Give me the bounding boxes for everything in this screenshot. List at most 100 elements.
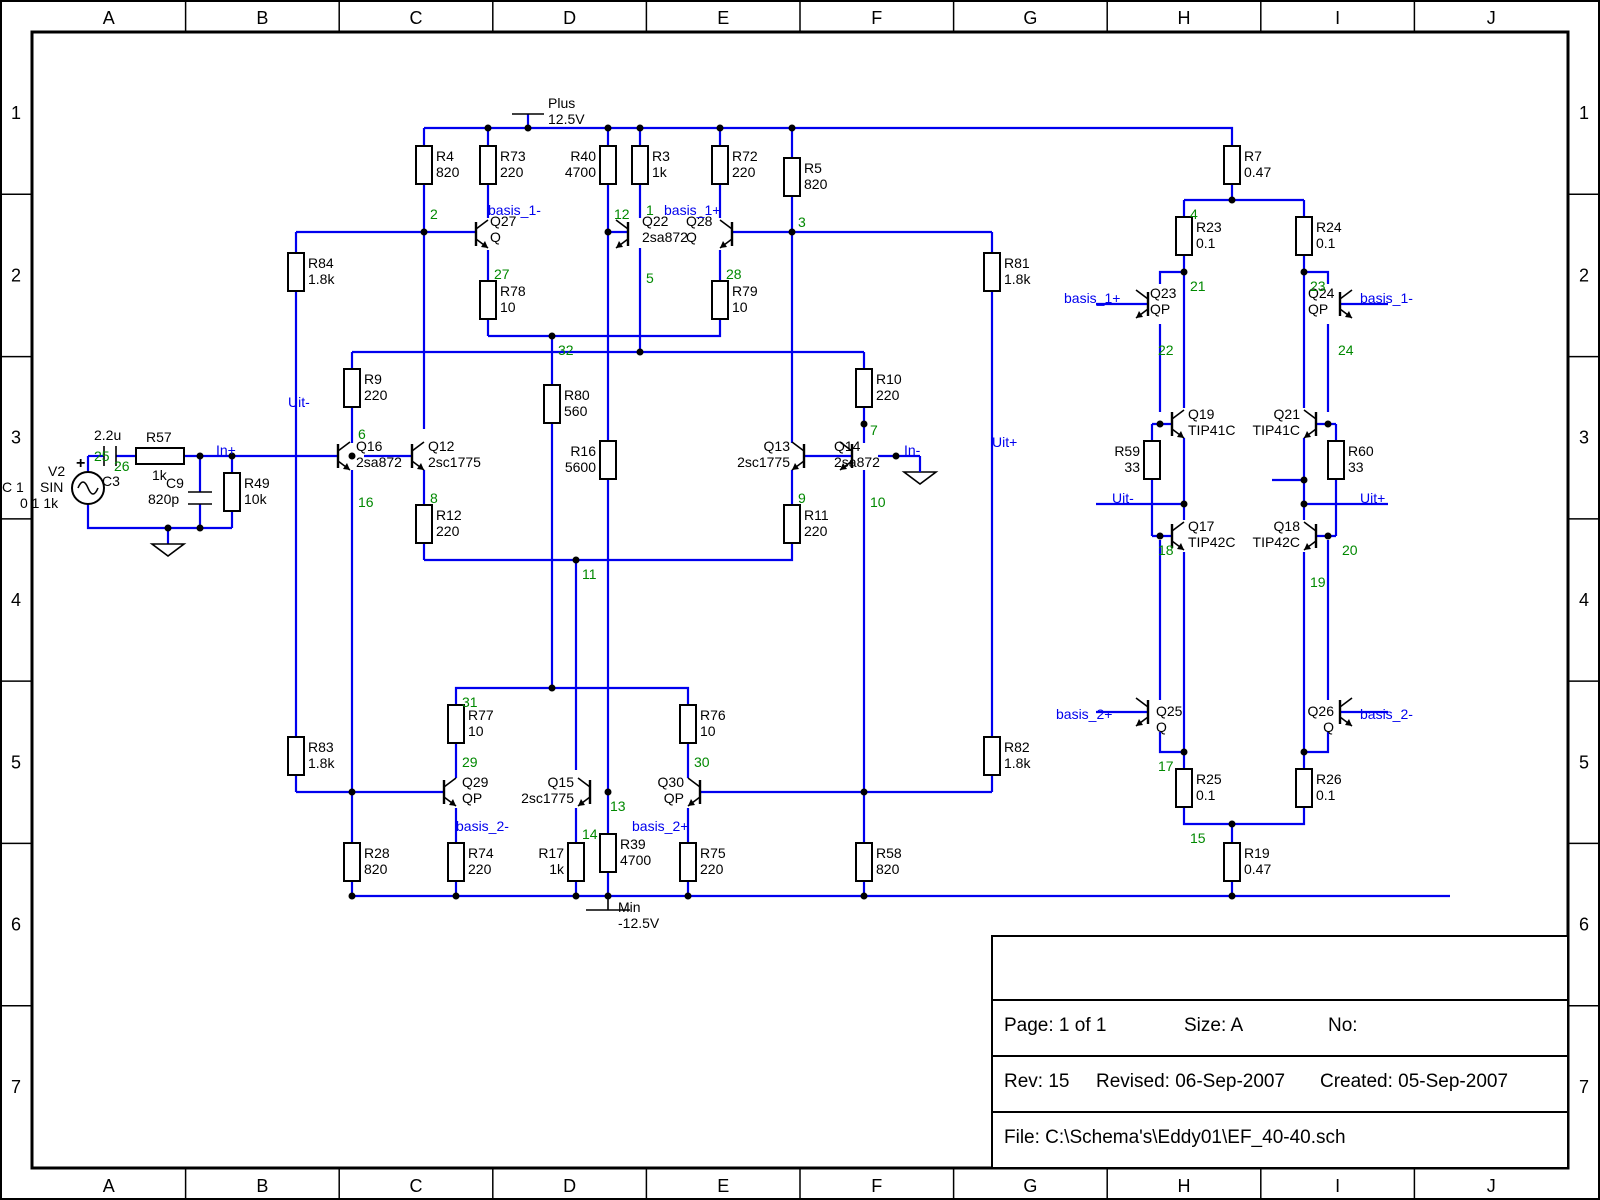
transistors: Q27QQ222sa872Q28QQ162sa872Q122sc1775Q132… bbox=[336, 213, 1353, 807]
title-block: Page: 1 of 1 Size: A No: Rev: 15 Revised… bbox=[991, 935, 1569, 1169]
transistor-ref: Q29 bbox=[462, 774, 489, 790]
transistor-type: QP bbox=[462, 790, 482, 806]
resistor-value: 820 bbox=[436, 164, 460, 180]
transistor-type: Q bbox=[1323, 719, 1334, 735]
node-13: 13 bbox=[610, 798, 626, 814]
resistor-value: 1k bbox=[152, 467, 168, 483]
column-label-d-bottom: D bbox=[563, 1176, 576, 1196]
resistor-value: 220 bbox=[700, 861, 724, 877]
resistor-ref: R26 bbox=[1316, 771, 1342, 787]
transistor-ref: Q25 bbox=[1156, 703, 1183, 719]
resistor-ref: R58 bbox=[876, 845, 902, 861]
resistor-value: 0.1 bbox=[1316, 235, 1336, 251]
power-symbols bbox=[149, 113, 939, 911]
node-27: 27 bbox=[494, 266, 510, 282]
node-18: 18 bbox=[1158, 542, 1174, 558]
resistor-ref: R9 bbox=[364, 371, 382, 387]
transistor-type: Q bbox=[1156, 719, 1167, 735]
resistor-ref: R73 bbox=[500, 148, 526, 164]
column-label-c-top: C bbox=[410, 8, 423, 28]
net-label-basis-1-plus: basis_1+ bbox=[664, 202, 720, 218]
resistor-ref: R19 bbox=[1244, 845, 1270, 861]
transistor-type: TIP41C bbox=[1253, 422, 1300, 438]
row-label-2-right: 2 bbox=[1579, 265, 1589, 285]
resistor-ref: R39 bbox=[620, 836, 646, 852]
resistor-ref: R3 bbox=[652, 148, 670, 164]
resistor-value: 1k bbox=[652, 164, 668, 180]
transistor-ref: Q16 bbox=[356, 438, 383, 454]
row-label-6-right: 6 bbox=[1579, 915, 1589, 935]
column-label-e-top: E bbox=[717, 8, 729, 28]
net-label-in-plus: In+ bbox=[216, 442, 236, 458]
node-30: 30 bbox=[694, 754, 710, 770]
row-label-5-left: 5 bbox=[11, 752, 21, 772]
node-22: 22 bbox=[1158, 342, 1174, 358]
row-label-4-right: 4 bbox=[1579, 590, 1589, 610]
transistor-type: 2sa872 bbox=[834, 454, 880, 470]
min-label: Min bbox=[618, 899, 641, 915]
transistor-type: 2sa872 bbox=[356, 454, 402, 470]
net-label-basis-2-minus: basis_2- bbox=[456, 818, 509, 834]
row-label-1-right: 1 bbox=[1579, 103, 1589, 123]
column-label-d-top: D bbox=[563, 8, 576, 28]
transistor-ref: Q30 bbox=[658, 774, 685, 790]
node-28: 28 bbox=[726, 266, 742, 282]
node-15: 15 bbox=[1190, 830, 1206, 846]
resistor-ref: R78 bbox=[500, 283, 526, 299]
net-label-uit-minus-right: Uit- bbox=[1112, 490, 1134, 506]
c9-ref: C9 bbox=[166, 475, 184, 491]
resistor-value: 220 bbox=[436, 523, 460, 539]
title-size: Size: A bbox=[1184, 1015, 1243, 1036]
node-10: 10 bbox=[870, 494, 886, 510]
transistor-ref: Q12 bbox=[428, 438, 455, 454]
resistor-value: 5600 bbox=[565, 459, 596, 475]
resistor-value: 220 bbox=[732, 164, 756, 180]
resistor-r7: R70.47 bbox=[1223, 145, 1271, 185]
column-label-j-bottom: J bbox=[1487, 1176, 1496, 1196]
column-label-i-top: I bbox=[1335, 8, 1340, 28]
capacitors bbox=[103, 446, 212, 505]
net-label-basis-1-plus-right: basis_1+ bbox=[1064, 290, 1120, 306]
plus-value: 12.5V bbox=[548, 111, 585, 127]
transistor-type: 2sc1775 bbox=[521, 790, 574, 806]
resistor-ref: R7 bbox=[1244, 148, 1262, 164]
c9-value: 820p bbox=[148, 491, 179, 507]
source-type: SIN bbox=[40, 479, 63, 495]
resistor-value: 0.47 bbox=[1244, 861, 1271, 877]
node-17: 17 bbox=[1158, 758, 1174, 774]
resistor-value: 1.8k bbox=[1004, 271, 1031, 287]
source-labels: V2 SIN 0 1 1k C 1 2.2u C3 C9 820p bbox=[2, 427, 184, 511]
transistor-type: TIP41C bbox=[1188, 422, 1235, 438]
column-label-g-top: G bbox=[1023, 8, 1037, 28]
title-page: Page: 1 of 1 bbox=[1004, 1015, 1106, 1036]
transistor-type: 2sc1775 bbox=[737, 454, 790, 470]
transistor-ref: Q22 bbox=[642, 213, 669, 229]
resistor-ref: R25 bbox=[1196, 771, 1222, 787]
resistor-value: 1.8k bbox=[1004, 755, 1031, 771]
transistor-ref: Q13 bbox=[764, 438, 791, 454]
row-label-7-right: 7 bbox=[1579, 1077, 1589, 1097]
power-labels: Plus 12.5V Min -12.5V bbox=[548, 95, 660, 931]
column-label-g-bottom: G bbox=[1023, 1176, 1037, 1196]
resistor-value: 220 bbox=[364, 387, 388, 403]
